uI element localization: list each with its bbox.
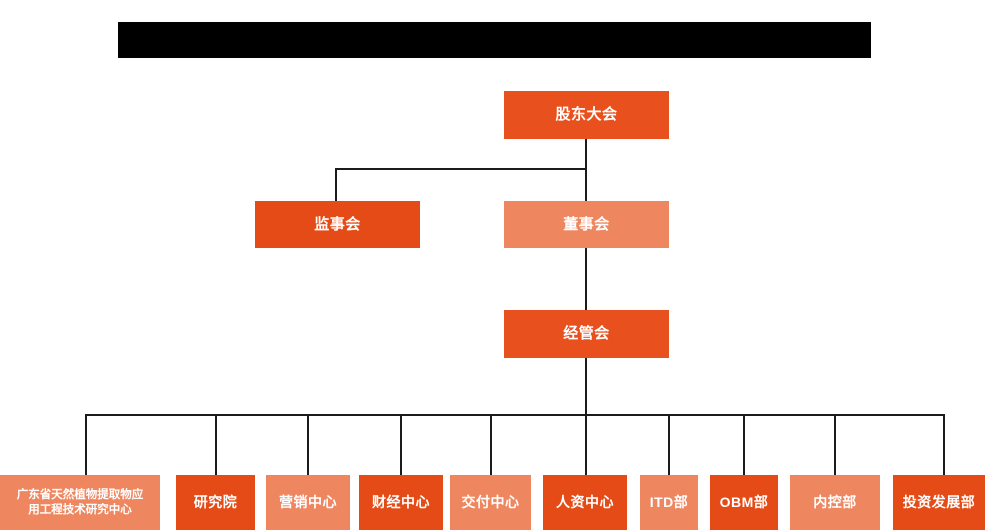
node-directors[interactable]: 董事会 bbox=[504, 201, 669, 248]
node-delivery-center-label: 交付中心 bbox=[461, 493, 520, 510]
node-internal-control-dept[interactable]: 内控部 bbox=[790, 475, 880, 530]
connector-shareholders-stem bbox=[585, 139, 587, 170]
connector-directors-to-management bbox=[585, 248, 587, 310]
node-hr-center-label: 人资中心 bbox=[556, 493, 614, 510]
node-internal-control-dept-label: 内控部 bbox=[813, 493, 857, 510]
connector-drop-internal-control-dept bbox=[834, 414, 836, 475]
node-management[interactable]: 经管会 bbox=[504, 310, 669, 358]
node-supervisors[interactable]: 监事会 bbox=[255, 201, 420, 248]
connector-drop-finance-center bbox=[400, 414, 402, 475]
connector-drop-research-center bbox=[85, 414, 87, 475]
connector-level2-bus bbox=[335, 168, 587, 170]
connector-drop-marketing-center bbox=[307, 414, 309, 475]
node-investment-development-dept-label: 投资发展部 bbox=[902, 493, 976, 510]
node-hr-center[interactable]: 人资中心 bbox=[543, 475, 627, 530]
connector-supervisors-drop bbox=[335, 168, 337, 201]
node-finance-center[interactable]: 财经中心 bbox=[359, 475, 443, 530]
node-itd-dept-label: ITD部 bbox=[649, 493, 689, 510]
connector-directors-drop bbox=[585, 168, 587, 201]
node-shareholders[interactable]: 股东大会 bbox=[504, 91, 669, 139]
node-itd-dept[interactable]: ITD部 bbox=[640, 475, 698, 530]
node-management-label: 经管会 bbox=[563, 325, 610, 343]
node-directors-label: 董事会 bbox=[563, 215, 610, 233]
node-obm-dept-label: OBM部 bbox=[719, 493, 769, 510]
node-finance-center-label: 财经中心 bbox=[372, 493, 430, 510]
connector-level4-bus bbox=[85, 414, 944, 416]
node-research-center-label-line1: 广东省天然植物提取物应 bbox=[16, 488, 144, 501]
node-shareholders-label: 股东大会 bbox=[555, 106, 618, 124]
node-research-center[interactable]: 广东省天然植物提取物应 用工程技术研究中心 bbox=[0, 475, 160, 530]
node-marketing-center-label: 营销中心 bbox=[279, 493, 337, 510]
node-obm-dept[interactable]: OBM部 bbox=[710, 475, 778, 530]
connector-drop-institute bbox=[215, 414, 217, 475]
connector-management-stem bbox=[585, 358, 587, 416]
node-research-center-label-line2: 用工程技术研究中心 bbox=[28, 503, 132, 516]
connector-drop-investment-development-dept bbox=[943, 414, 945, 475]
node-supervisors-label: 监事会 bbox=[314, 215, 361, 233]
node-marketing-center[interactable]: 营销中心 bbox=[266, 475, 350, 530]
connector-drop-hr-center bbox=[585, 414, 587, 475]
node-delivery-center[interactable]: 交付中心 bbox=[450, 475, 531, 530]
connector-drop-obm-dept bbox=[743, 414, 745, 475]
connector-drop-itd-dept bbox=[668, 414, 670, 475]
node-institute-label: 研究院 bbox=[193, 493, 238, 510]
node-investment-development-dept[interactable]: 投资发展部 bbox=[893, 475, 985, 530]
redacted-title-bar bbox=[118, 22, 871, 58]
node-research-center-label: 广东省天然植物提取物应 用工程技术研究中心 bbox=[17, 488, 144, 517]
node-institute[interactable]: 研究院 bbox=[176, 475, 255, 530]
connector-drop-delivery-center bbox=[490, 414, 492, 475]
